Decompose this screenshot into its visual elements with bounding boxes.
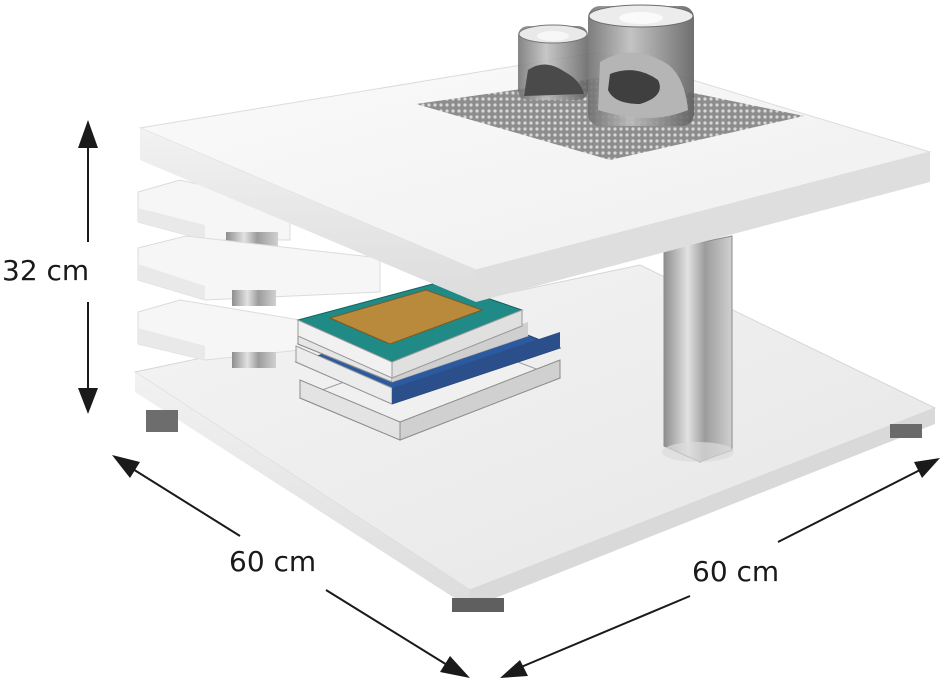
side-shelves xyxy=(137,179,381,368)
table-top xyxy=(138,51,932,302)
glass-vase-large xyxy=(588,4,694,126)
depth-dimension-label: 60 cm xyxy=(229,545,317,578)
depth-arrow xyxy=(112,455,470,678)
table-foot xyxy=(890,424,922,438)
height-dimension-label: 32 cm xyxy=(2,254,90,287)
chrome-column xyxy=(662,235,734,463)
glass-vase-small xyxy=(518,24,588,100)
table-foot xyxy=(146,410,178,432)
width-dimension-label: 60 cm xyxy=(692,555,780,588)
table-foot xyxy=(452,598,504,612)
height-arrow xyxy=(78,120,98,414)
book-stack xyxy=(294,281,562,441)
width-arrow xyxy=(500,458,940,678)
